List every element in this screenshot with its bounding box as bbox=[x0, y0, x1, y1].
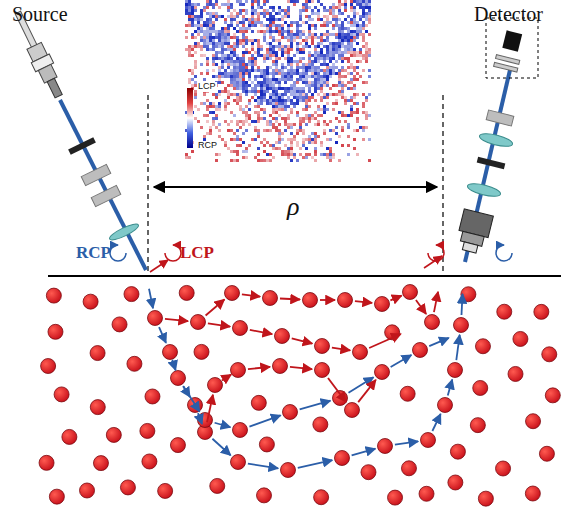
polarization-icon bbox=[110, 245, 512, 261]
scatterers bbox=[39, 285, 560, 507]
exit-arrow bbox=[424, 256, 442, 268]
colorbar bbox=[187, 88, 193, 148]
device-label: Detector bbox=[474, 3, 543, 25]
polarization-label: RCP bbox=[76, 244, 111, 263]
colorbar-label: RCP bbox=[197, 141, 218, 151]
device-label: Source bbox=[12, 3, 68, 25]
dashed-line bbox=[442, 95, 443, 272]
distance-symbol: ρ bbox=[287, 193, 299, 222]
detector-device bbox=[455, 18, 538, 262]
source-device bbox=[9, 8, 146, 270]
exit-arrow bbox=[150, 260, 168, 272]
distance-arrow bbox=[154, 186, 437, 188]
photon-paths bbox=[149, 289, 463, 469]
dashed-line bbox=[147, 95, 148, 272]
surface-line bbox=[48, 275, 561, 277]
heatmap bbox=[185, 0, 371, 162]
colorbar-label: LCP bbox=[197, 82, 217, 92]
polarization-label: LCP bbox=[180, 244, 214, 263]
